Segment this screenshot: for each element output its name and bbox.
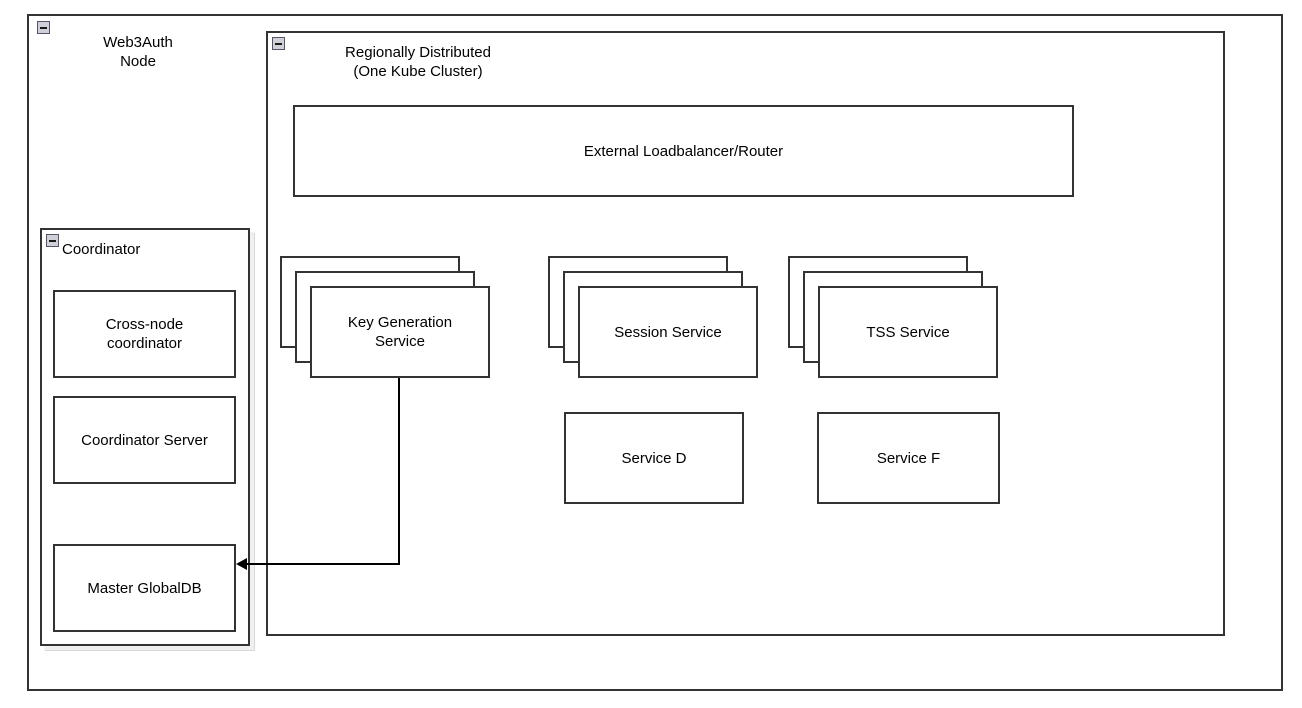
tss-service-box[interactable] [818,286,998,378]
connector-arrowhead-icon [236,558,247,570]
key-generation-service-box[interactable] [310,286,490,378]
connector-vertical-segment [398,378,400,565]
coordinator-title: Coordinator [62,241,141,258]
coordinator-collapse-icon[interactable] [46,234,59,247]
session-service-box[interactable] [578,286,758,378]
web3auth-node-collapse-icon[interactable] [37,21,50,34]
coordinator-server-box[interactable] [53,396,236,484]
cross-node-coordinator-box[interactable] [53,290,236,378]
external-loadbalancer-router-box[interactable] [293,105,1074,197]
service-f-box[interactable] [817,412,1000,504]
web3auth-node-title: Web3Auth Node [103,34,173,70]
regionally-distributed-title: Regionally Distributed (One Kube Cluster… [345,44,491,80]
connector-horizontal-segment [241,563,400,565]
master-globaldb-box[interactable] [53,544,236,632]
service-d-box[interactable] [564,412,744,504]
regionally-distributed-collapse-icon[interactable] [272,37,285,50]
